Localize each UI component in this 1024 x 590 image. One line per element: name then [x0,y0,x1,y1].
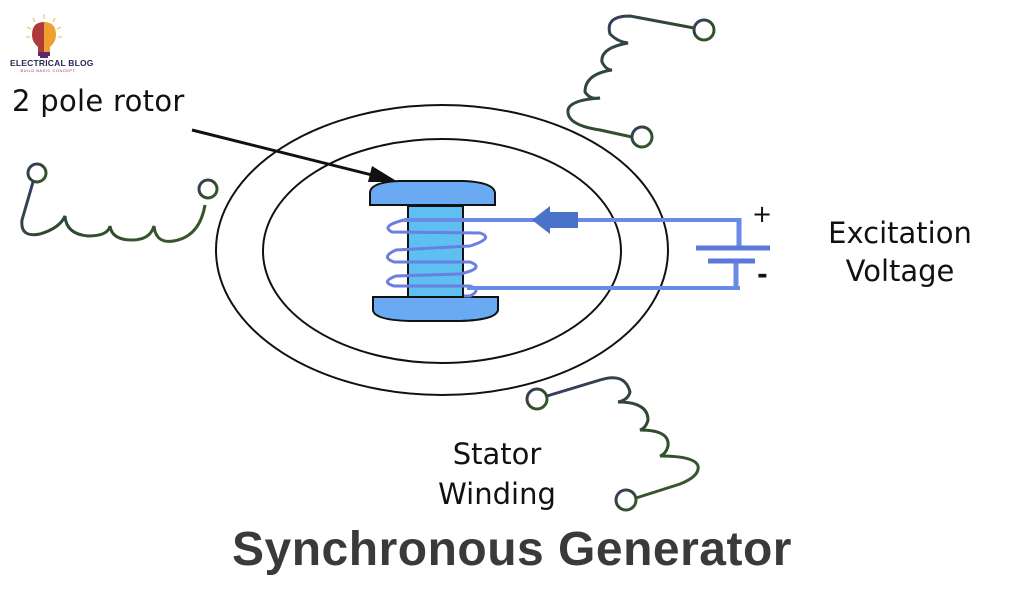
stator-winding-label: Stator Winding [412,434,582,514]
rotor-top-pole [369,180,496,206]
stator-winding-bottom [525,376,700,512]
stator-outer-ring [215,104,669,396]
rotor-bottom-pole [372,296,499,322]
negative-terminal-sign: - [757,260,768,290]
stator-inner-ring [262,138,622,364]
diagram-title: Synchronous Generator [232,523,792,576]
rotor [369,180,499,322]
logo-tagline: BUILD BASIC CONCEPT [20,68,76,73]
stator-label-line1: Stator [452,437,542,471]
excitation-voltage-label: Excitation Voltage [800,214,1000,290]
excitation-label-line1: Excitation [828,216,972,250]
positive-terminal-sign: + [752,200,773,228]
excitation-label-line2: Voltage [845,254,955,288]
logo-bulb-icon [26,14,62,58]
stator-winding-top [566,14,716,149]
logo-name: ELECTRICAL BLOG [10,58,94,68]
stator-label-line2: Winding [438,477,556,511]
stator-winding-left [20,162,219,243]
rotor-pointer-arrow [191,128,398,182]
rotor-label: 2 pole rotor [12,84,185,118]
current-direction-arrow [532,206,578,234]
